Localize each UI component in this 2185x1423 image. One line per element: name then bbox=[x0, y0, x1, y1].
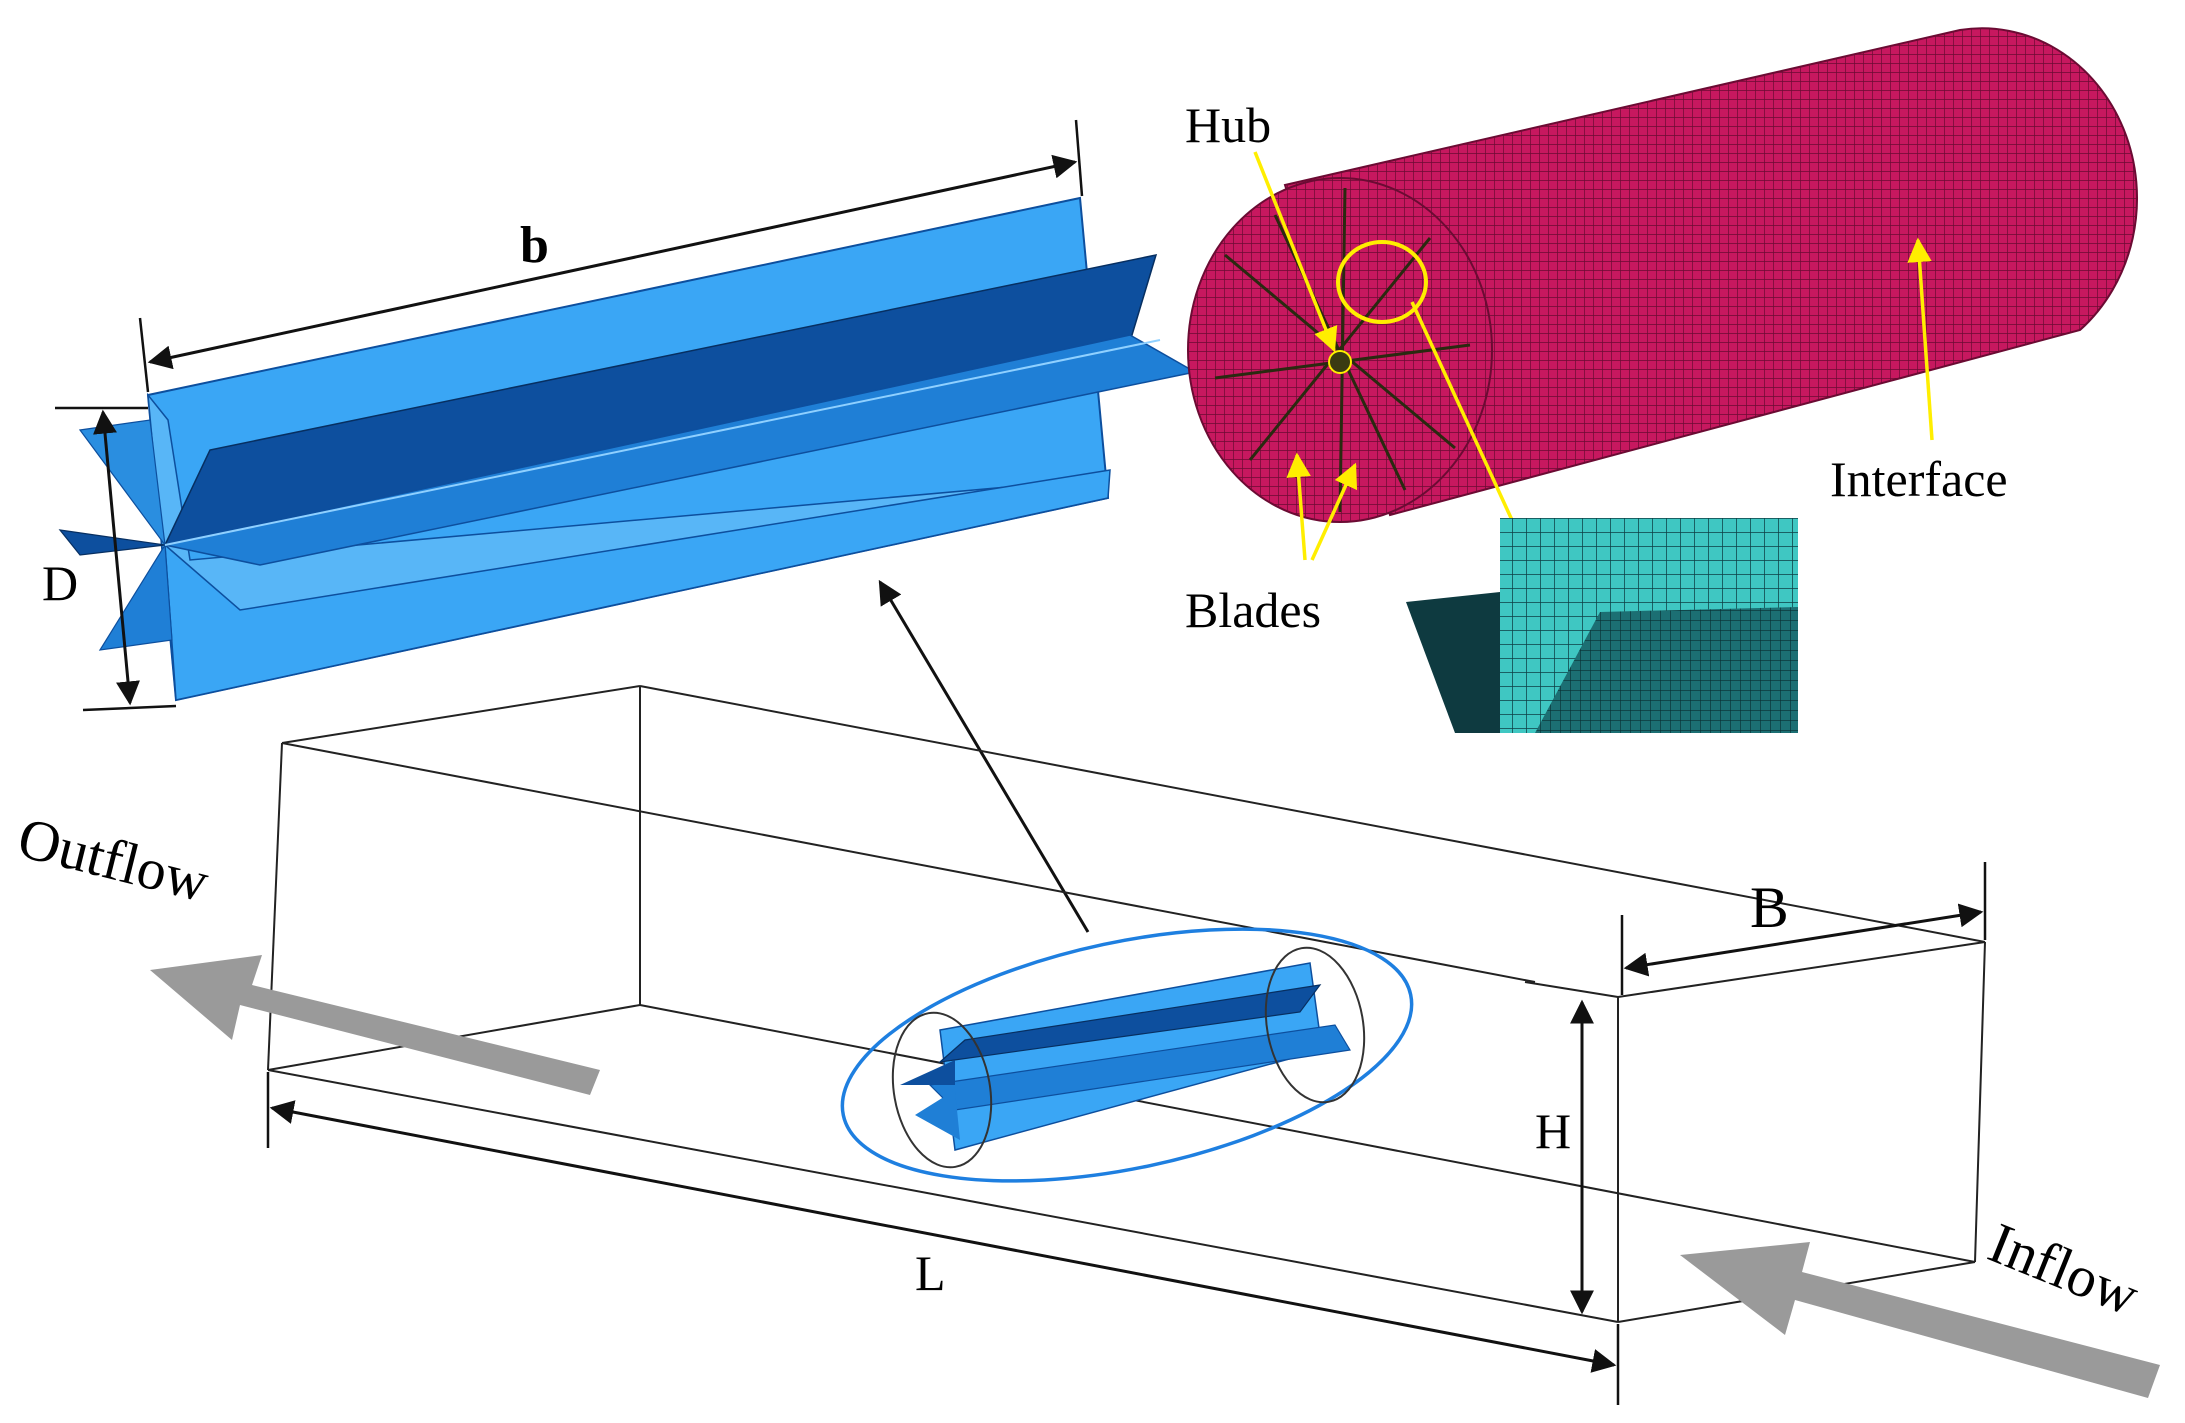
rotor-interface-right bbox=[1264, 946, 1366, 1104]
label-blades: Blades bbox=[1185, 582, 1321, 638]
dimension-B: B bbox=[1620, 862, 1987, 995]
label-B: B bbox=[1750, 875, 1789, 940]
rotor-detail bbox=[58, 196, 1198, 702]
label-outflow: Outflow bbox=[12, 805, 215, 915]
rotor-blue-ellipse bbox=[840, 927, 1414, 1183]
blade-lower bbox=[164, 469, 1111, 701]
mesh-annotations bbox=[1253, 151, 1934, 561]
dimension-b: b bbox=[138, 119, 1084, 393]
label-inflow: Inflow bbox=[1980, 1210, 2148, 1328]
blade-left-fin-mid bbox=[58, 529, 166, 556]
label-L: L bbox=[915, 1245, 946, 1301]
inflow-arrow bbox=[1680, 1242, 2160, 1398]
rotor-interface-left bbox=[891, 1011, 993, 1169]
dimension-H: H bbox=[1535, 999, 1594, 1315]
rotor-in-domain bbox=[840, 927, 1414, 1183]
dimension-D: D bbox=[42, 406, 177, 712]
mesh-cylinder bbox=[1187, 27, 2139, 523]
label-D: D bbox=[42, 555, 78, 611]
rotor-hub-axis bbox=[164, 339, 1161, 546]
inset-dark-blade bbox=[1406, 592, 1500, 733]
highlight-ellipse bbox=[1336, 240, 1428, 324]
dimension-L: L bbox=[266, 1072, 1620, 1405]
zoom-leader-arrow bbox=[878, 579, 1090, 933]
hub-dot bbox=[1328, 350, 1352, 374]
label-interface: Interface bbox=[1830, 451, 2008, 507]
label-hub: Hub bbox=[1185, 97, 1271, 153]
label-H: H bbox=[1535, 1103, 1571, 1159]
inset-blade-mesh bbox=[1535, 607, 1798, 733]
outflow-arrow bbox=[150, 955, 600, 1095]
mesh-inset bbox=[1406, 518, 1798, 733]
label-b: b bbox=[520, 217, 549, 274]
cylinder-body bbox=[1283, 27, 2139, 517]
blade-left-fin-upper bbox=[78, 419, 166, 548]
blade-left-fin-lower bbox=[98, 543, 173, 651]
